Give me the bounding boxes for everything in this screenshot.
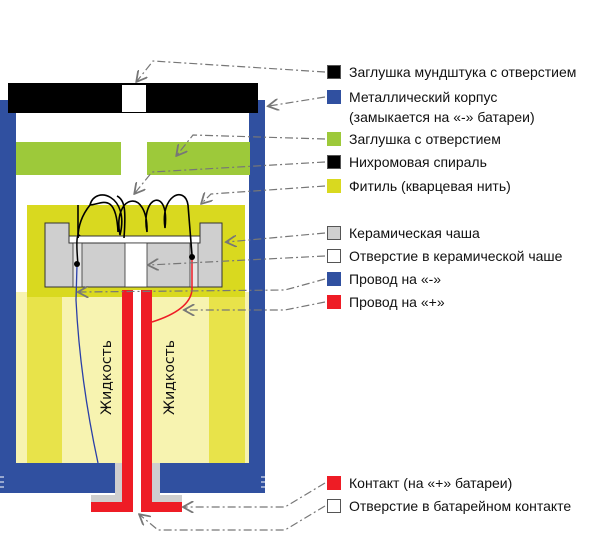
legend-item-mouthpiece-cap: Заглушка мундштука с отверстием (327, 62, 576, 82)
body-bottom-left (0, 463, 115, 493)
legend-label: Керамическая чаша (349, 225, 480, 241)
body-left-wall (0, 100, 16, 493)
thread-marks (0, 476, 265, 488)
legend-item-coil: Нихромовая спираль (327, 152, 487, 172)
plug-hole (121, 142, 147, 175)
legend-swatch (327, 295, 341, 309)
bowl-hole (124, 242, 148, 288)
legend-item-plug: Заглушка с отверстием (327, 129, 501, 149)
bowl-wire-channel-right (189, 242, 199, 288)
liquid-label-left: Жидкость (99, 340, 115, 415)
legend-swatch (327, 155, 341, 169)
contact-hole (133, 290, 141, 512)
body-bottom-right (160, 463, 265, 493)
legend-item-wick: Фитиль (кварцевая нить) (327, 176, 511, 196)
wick-strip-right (209, 292, 245, 464)
legend-label: Фитиль (кварцевая нить) (349, 178, 511, 194)
legend-item-contact: Контакт (на «+» батареи) (327, 473, 512, 493)
legend-label: Провод на «+» (349, 294, 445, 310)
wire-joint-right (189, 254, 195, 260)
legend-label: Нихромовая спираль (349, 154, 487, 170)
liquid-label-right: Жидкость (162, 340, 178, 415)
wire-joint-left (74, 261, 80, 267)
legend-item-negative-wire: Провод на «-» (327, 269, 441, 289)
legend-swatch (327, 132, 341, 146)
negative-wire (75, 264, 99, 464)
legend-swatch (327, 90, 341, 104)
legend-swatch (327, 272, 341, 286)
legend-label: Заглушка мундштука с отверстием (349, 64, 577, 80)
legend-swatch (327, 249, 341, 263)
legend-item-positive-wire: Провод на «+» (327, 292, 445, 312)
bowl-shelf (68, 235, 201, 244)
wick-strip-left (27, 292, 62, 464)
legend-item-metal-body: Металлический корпус (замыкается на «-» б… (327, 87, 535, 127)
legend-label: Заглушка с отверстием (349, 131, 501, 147)
coil-lead-left (76, 234, 81, 266)
legend-label: Отверстие в керамической чаше (349, 248, 563, 264)
body-right-wall (249, 100, 265, 493)
legend-label: Металлический корпус (замыкается на «-» б… (349, 87, 535, 127)
legend-label: Контакт (на «+» батареи) (349, 475, 513, 491)
legend-swatch (327, 179, 341, 193)
nichrome-coil (77, 193, 193, 256)
legend-label: Отверстие в батарейном контакте (349, 498, 572, 514)
leader-lines (79, 60, 326, 531)
mouthpiece-hole (122, 85, 146, 112)
legend-item-ceramic-bowl: Керамическая чаша (327, 223, 480, 243)
legend-swatch (327, 65, 341, 79)
legend-item-contact-hole: Отверстие в батарейном контакте (327, 496, 571, 516)
legend-item-bowl-hole: Отверстие в керамической чаше (327, 246, 562, 266)
legend-swatch (327, 499, 341, 513)
legend-label-line2: (замыкается на «-» батареи) (349, 109, 535, 125)
coil-lead-top (77, 204, 91, 239)
legend-label-line1: Металлический корпус (349, 89, 498, 105)
legend-label: Провод на «-» (349, 271, 442, 287)
legend-swatch (327, 226, 341, 240)
legend-swatch (327, 476, 341, 490)
